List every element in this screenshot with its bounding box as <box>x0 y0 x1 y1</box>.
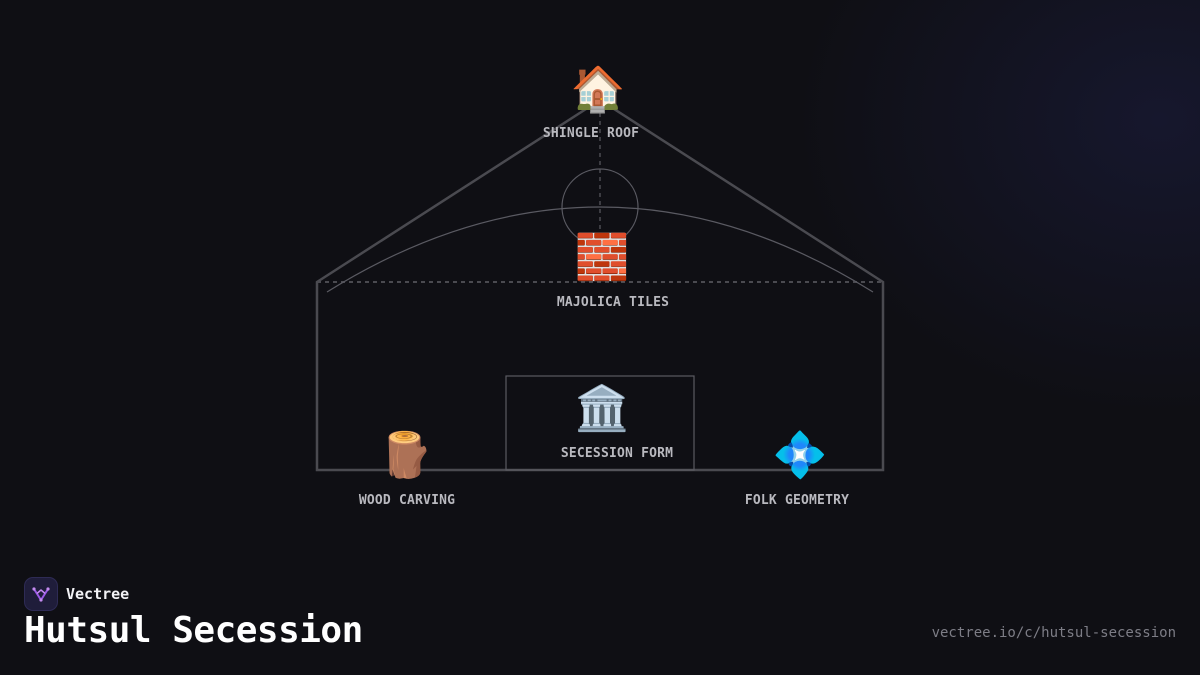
brand[interactable]: Vectree <box>24 577 129 611</box>
rosette-circle <box>561 168 639 246</box>
house-icon: 🏠 <box>570 64 626 115</box>
vectree-logo-icon <box>24 577 58 611</box>
vectree-logo-mark <box>32 587 50 602</box>
node-label-majolica-tiles: MAJOLICA TILES <box>556 295 670 310</box>
diamond-dot-icon: 💠 <box>772 430 828 481</box>
secession-frame <box>505 375 695 471</box>
house-outline <box>315 98 885 472</box>
vault-arc <box>326 206 874 293</box>
source-url-link[interactable]: vectree.io/c/hutsul-secession <box>931 625 1176 641</box>
node-label-folk-geometry: FOLK GEOMETRY <box>744 493 850 508</box>
node-label-shingle-roof: SHINGLE ROOF <box>542 126 640 141</box>
wood-log-icon: 🪵 <box>378 430 434 481</box>
classical-building-icon: 🏛️ <box>574 383 630 434</box>
node-label-secession-form: SECESSION FORM <box>560 446 674 461</box>
page-title: Hutsul Secession <box>24 610 363 651</box>
node-label-wood-carving: WOOD CARVING <box>358 493 456 508</box>
brand-name: Vectree <box>66 585 130 603</box>
brick-icon: 🧱 <box>574 232 630 283</box>
